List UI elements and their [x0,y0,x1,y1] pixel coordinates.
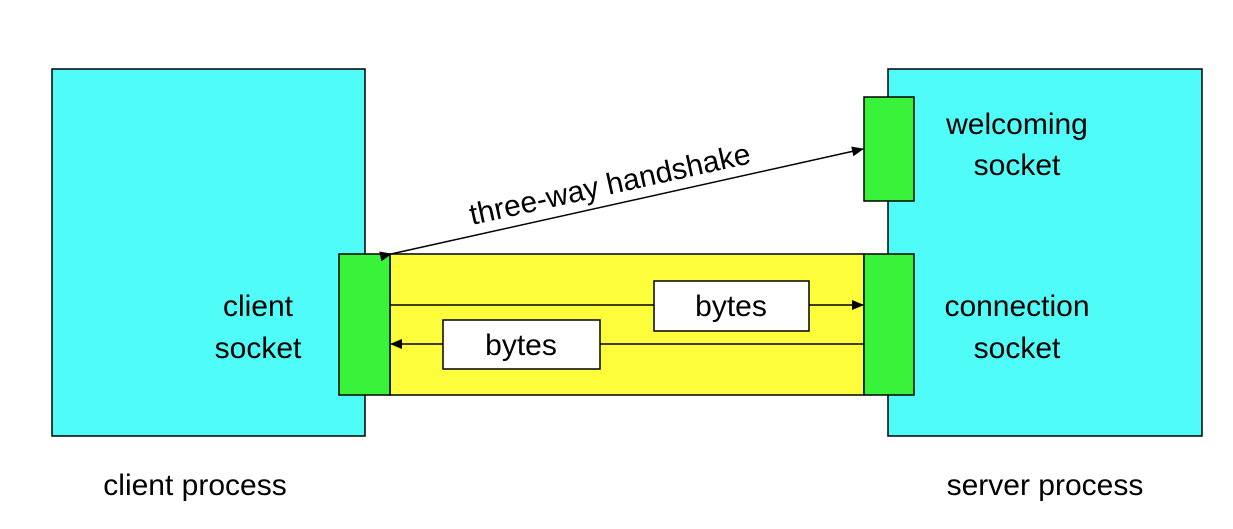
welcoming-socket-label-line2: socket [974,149,1061,182]
client-socket-label-line1: client [223,290,294,323]
bytes-to-server-label: bytes [695,290,767,323]
server-process-caption: server process [947,469,1144,502]
bytes-to-client-box [442,319,601,370]
welcoming-socket [863,96,915,202]
bytes-to-server-box [653,280,810,332]
connection-socket-label-line1: connection [944,290,1089,323]
client-process-caption: client process [103,469,286,502]
welcoming-socket-label-line1: welcoming [945,108,1088,141]
handshake-label: three-way handshake [466,138,753,232]
connection-socket [863,253,915,396]
client-process-box [51,68,366,437]
handshake-arrow [379,146,864,262]
client-socket [338,253,391,396]
client-socket-label-line2: socket [215,332,302,365]
connection-socket-label-line2: socket [974,332,1061,365]
server-process-box [887,68,1203,437]
bytes-to-client-label: bytes [485,329,557,362]
